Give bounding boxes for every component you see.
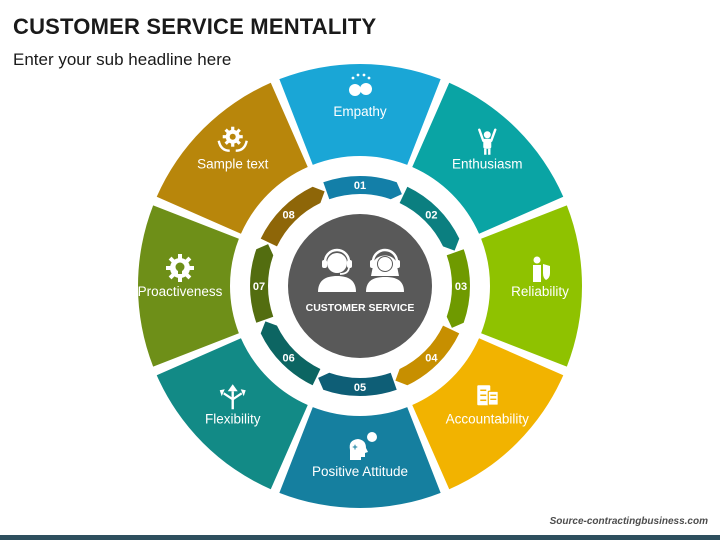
badge-number: 02 xyxy=(425,210,437,222)
positive-mind-icon: + xyxy=(349,432,377,460)
segment-label: Reliability xyxy=(511,284,569,299)
customer-service-agents-icon xyxy=(318,248,404,292)
badge-06 xyxy=(260,321,321,386)
number-badges: 01 02 03 04 05 06 07 08 xyxy=(250,175,470,396)
segment-enthusiasm xyxy=(412,82,564,234)
badge-number: 07 xyxy=(253,281,265,293)
shield-person-icon xyxy=(533,256,550,282)
badge-08 xyxy=(260,186,325,247)
badge-number: 04 xyxy=(425,352,438,364)
badge-01 xyxy=(323,175,402,200)
segment-sample-text xyxy=(156,82,308,234)
segment-accountability xyxy=(412,338,564,490)
cheering-person-icon xyxy=(478,128,497,155)
badge-04 xyxy=(395,325,460,386)
gear-hands-icon xyxy=(217,126,248,152)
svg-text:+: + xyxy=(352,442,357,452)
gear-bulb-icon xyxy=(166,254,194,282)
badge-number: 01 xyxy=(354,180,366,192)
badge-02 xyxy=(399,186,460,251)
center-circle xyxy=(288,214,432,358)
empathy-heads-icon xyxy=(349,73,372,96)
segment-proactiveness xyxy=(137,205,239,367)
center-label: CUSTOMER SERVICE xyxy=(306,302,415,314)
checklist-document-icon xyxy=(477,385,499,406)
badge-05 xyxy=(318,372,397,396)
source-credit: Source-contractingbusiness.com xyxy=(549,516,708,527)
badge-07 xyxy=(250,244,274,323)
direction-arrows-icon xyxy=(219,384,246,410)
segment-labels: EmpathyEnthusiasmReliabilityAccountabili… xyxy=(138,73,569,479)
page-title: CUSTOMER SERVICE MENTALITY xyxy=(13,14,377,39)
badge-number: 05 xyxy=(354,382,366,394)
segment-label: Positive Attitude xyxy=(312,464,408,479)
segment-label: Flexibility xyxy=(205,411,261,426)
page-subtitle: Enter your sub headline here xyxy=(13,50,232,69)
segment-label: Enthusiasm xyxy=(452,157,523,172)
badge-number: 06 xyxy=(282,352,294,364)
badge-03 xyxy=(446,249,470,328)
segment-label: Sample text xyxy=(197,157,269,172)
badge-number: 08 xyxy=(282,210,294,222)
segment-label: Accountability xyxy=(446,411,530,426)
segment-label: Proactiveness xyxy=(138,284,223,299)
segment-flexibility xyxy=(156,338,308,490)
badge-number: 03 xyxy=(455,281,467,293)
segment-reliability xyxy=(481,205,583,367)
segment-label: Empathy xyxy=(333,104,387,119)
bottom-bar xyxy=(0,535,720,540)
segment-empathy xyxy=(279,63,441,165)
